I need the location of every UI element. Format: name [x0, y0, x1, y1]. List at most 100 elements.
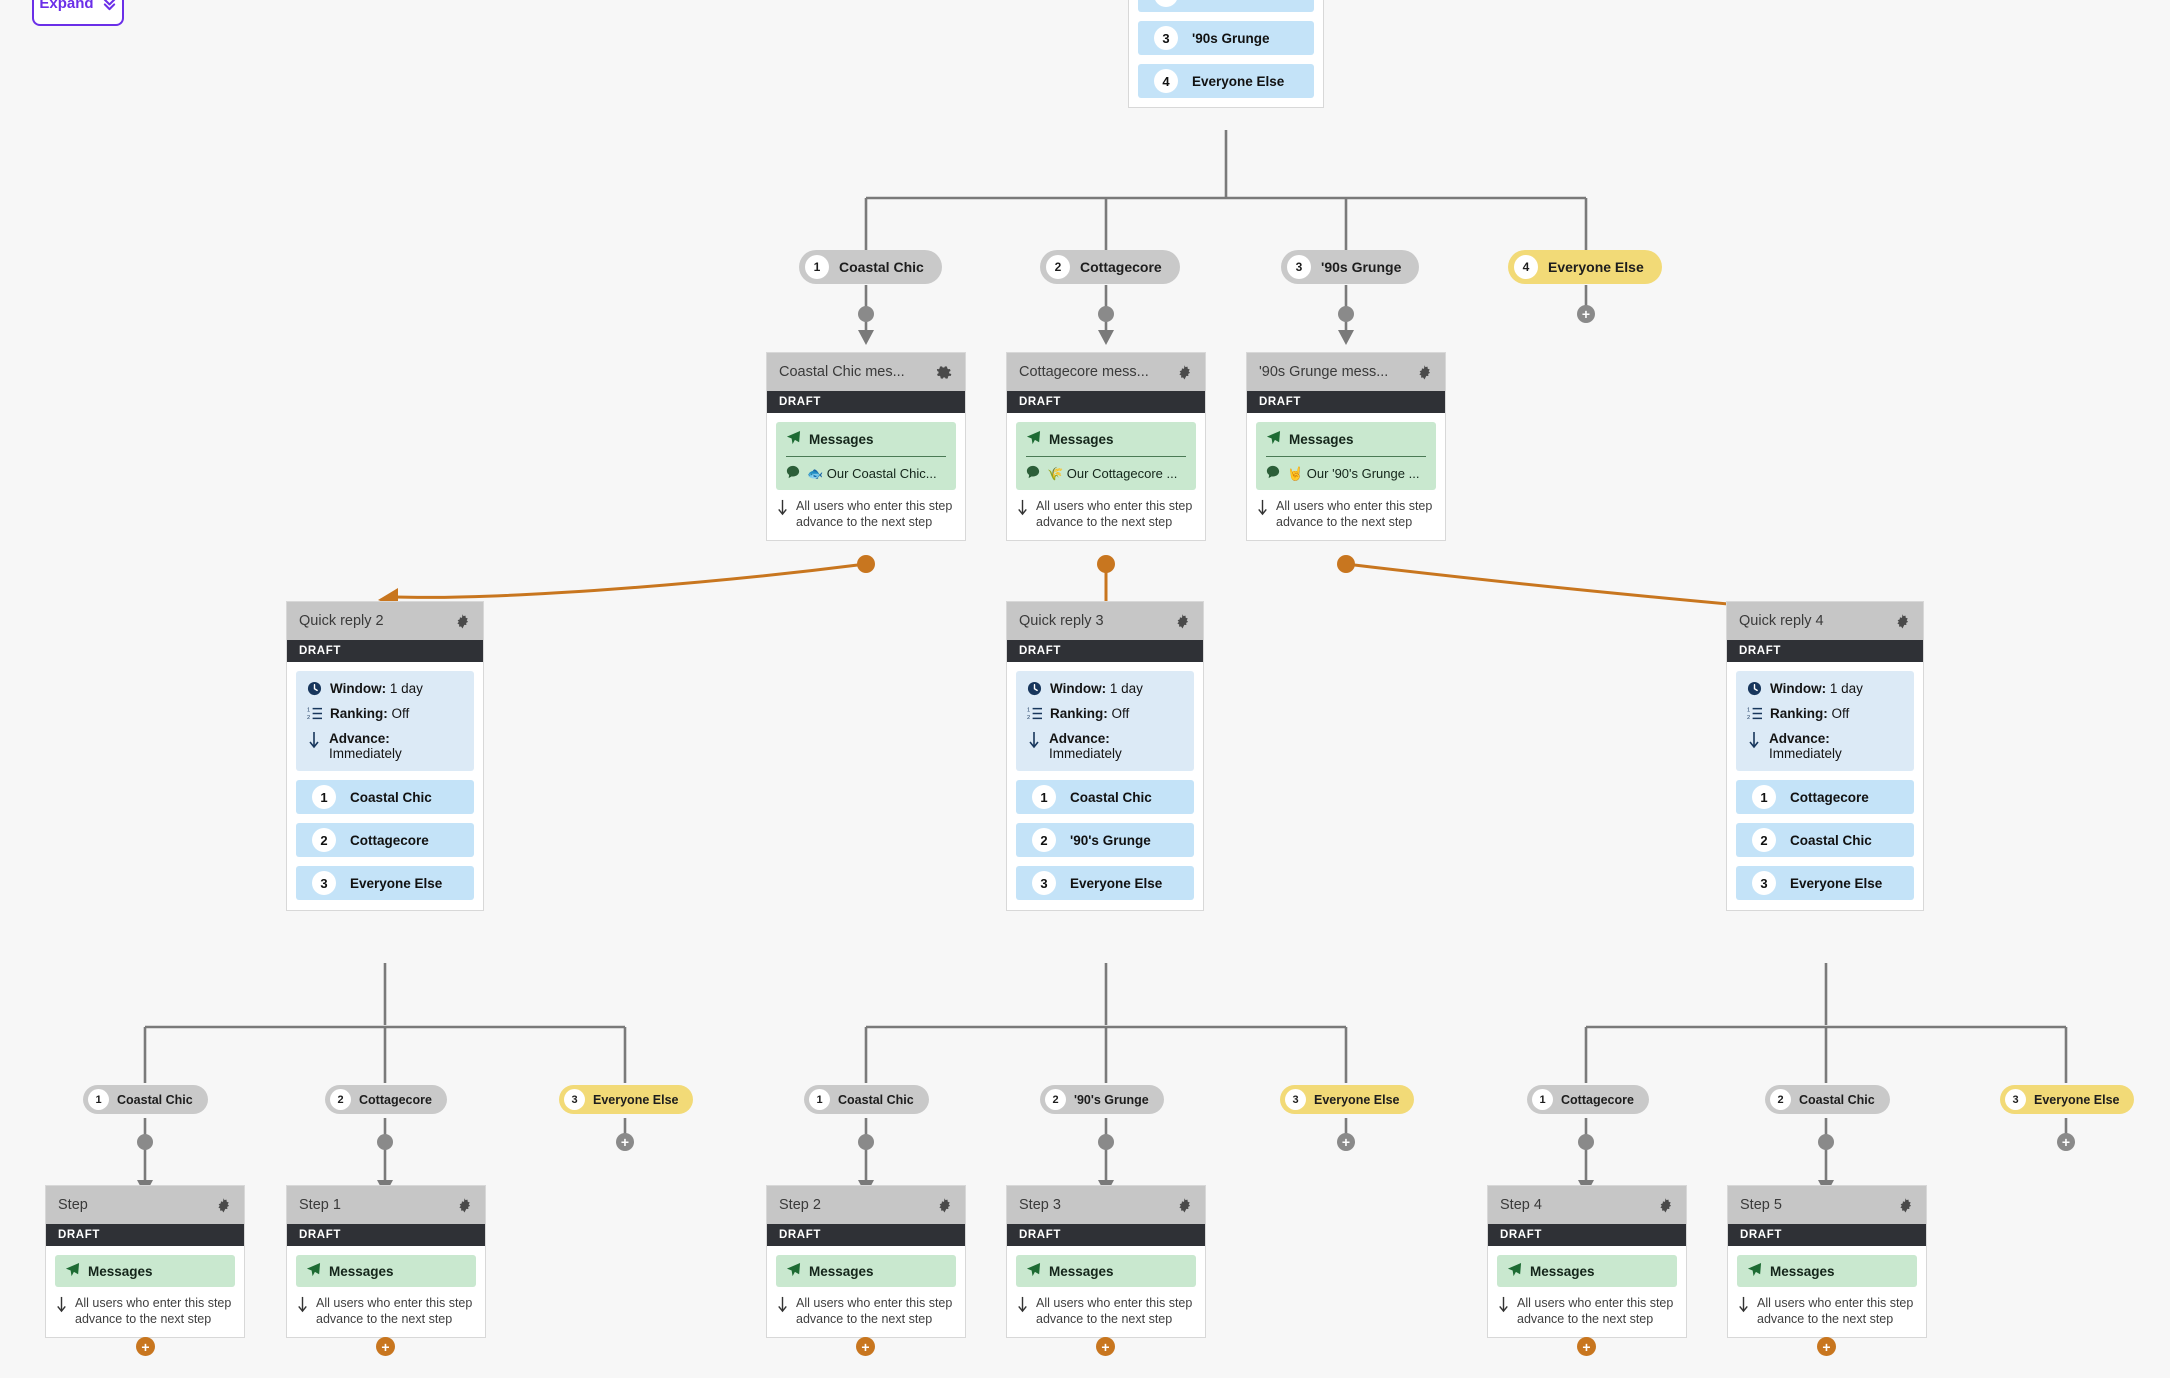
- branch-pill-everyone-else[interactable]: 3 Everyone Else: [1280, 1085, 1415, 1114]
- option-number: 2: [1752, 828, 1776, 852]
- message-card-90s-grunge[interactable]: '90s Grunge mess... DRAFT Messages: [1246, 352, 1446, 542]
- add-step-button[interactable]: +: [376, 1337, 395, 1356]
- branch-pill-cottagecore[interactable]: 2 Cottagecore: [1040, 250, 1180, 284]
- gear-icon[interactable]: [1174, 613, 1191, 630]
- card-header[interactable]: Coastal Chic mes...: [767, 353, 965, 391]
- branch-pill-everyone-else[interactable]: 3 Everyone Else: [559, 1085, 694, 1114]
- quick-reply-option[interactable]: 3 Everyone Else: [1016, 866, 1194, 900]
- message-preview-row[interactable]: 🐟 Our Coastal Chic...: [786, 465, 946, 482]
- messages-block[interactable]: Messages: [55, 1255, 235, 1287]
- quick-reply-option[interactable]: 1 Coastal Chic: [296, 780, 474, 814]
- card-header[interactable]: Step 4: [1488, 1186, 1686, 1224]
- branch-node-dot: [858, 1134, 874, 1150]
- card-header[interactable]: Quick reply 4: [1727, 602, 1923, 640]
- branch-pill-everyone-else[interactable]: 4 Everyone Else: [1508, 250, 1662, 284]
- add-step-button[interactable]: +: [2057, 1133, 2075, 1151]
- branch-pill-coastal-chic[interactable]: 2 Coastal Chic: [1765, 1085, 1890, 1114]
- gear-icon[interactable]: [1176, 1197, 1193, 1214]
- messages-block[interactable]: Messages 🤘 Our '90's Grunge ...: [1256, 422, 1436, 490]
- card-header[interactable]: Cottagecore mess...: [1007, 353, 1205, 391]
- branch-pill-cottagecore[interactable]: 1 Cottagecore: [1527, 1085, 1649, 1114]
- add-step-button[interactable]: +: [1577, 1337, 1596, 1356]
- gear-icon[interactable]: [454, 613, 471, 630]
- quick-reply-option[interactable]: 2 '90's Grunge: [1016, 823, 1194, 857]
- card-header[interactable]: Quick reply 2: [287, 602, 483, 640]
- messages-block[interactable]: Messages 🐟 Our Coastal Chic...: [776, 422, 956, 490]
- card-header[interactable]: Step 3: [1007, 1186, 1205, 1224]
- branch-pill-cottagecore[interactable]: 2 Cottagecore: [325, 1085, 447, 1114]
- step-card-5[interactable]: Step 5 DRAFT Messages All users who ente…: [1727, 1185, 1927, 1339]
- quick-reply-option[interactable]: 2 Coastal Chic: [1736, 823, 1914, 857]
- gear-icon[interactable]: [1176, 364, 1193, 381]
- step-card-3[interactable]: Step 3 DRAFT Messages All users who ente…: [1006, 1185, 1206, 1339]
- gear-icon[interactable]: [1657, 1197, 1674, 1214]
- status-badge: DRAFT: [46, 1224, 244, 1246]
- gear-icon[interactable]: [936, 364, 953, 381]
- messages-block[interactable]: Messages: [1737, 1255, 1917, 1287]
- add-step-button[interactable]: +: [1337, 1133, 1355, 1151]
- card-header[interactable]: Step 5: [1728, 1186, 1926, 1224]
- card-header[interactable]: Step: [46, 1186, 244, 1224]
- add-step-button[interactable]: +: [616, 1133, 634, 1151]
- branch-label: Coastal Chic: [117, 1092, 193, 1107]
- message-card-coastal-chic[interactable]: Coastal Chic mes... DRAFT Messages: [766, 352, 966, 542]
- messages-block[interactable]: Messages 🌾 Our Cottagecore ...: [1016, 422, 1196, 490]
- branch-pill-coastal-chic[interactable]: 1 Coastal Chic: [799, 250, 942, 284]
- down-arrow-icon: [1256, 499, 1269, 521]
- gear-icon[interactable]: [936, 1197, 953, 1214]
- messages-label: Messages: [809, 431, 874, 447]
- add-step-button[interactable]: +: [1817, 1337, 1836, 1356]
- gear-icon[interactable]: [1897, 1197, 1914, 1214]
- quick-reply-option[interactable]: 3 Everyone Else: [296, 866, 474, 900]
- message-preview-row[interactable]: 🌾 Our Cottagecore ...: [1026, 465, 1186, 482]
- branch-pill-90s-grunge[interactable]: 2 '90's Grunge: [1040, 1085, 1164, 1114]
- message-preview-row[interactable]: 🤘 Our '90's Grunge ...: [1266, 465, 1426, 482]
- svg-text:1: 1: [1027, 708, 1030, 714]
- root-quick-reply-card[interactable]: 3 '90s Grunge 4 Everyone Else: [1128, 0, 1324, 108]
- branch-label: Everyone Else: [1548, 259, 1644, 275]
- messages-block[interactable]: Messages: [776, 1255, 956, 1287]
- gear-icon[interactable]: [1894, 613, 1911, 630]
- step-card-1[interactable]: Step 1 DRAFT Messages All users who ente…: [286, 1185, 486, 1339]
- branch-number: 2: [1770, 1089, 1791, 1110]
- expand-button[interactable]: Expand: [32, 0, 124, 26]
- step-card-2[interactable]: Step 2 DRAFT Messages All users who ente…: [766, 1185, 966, 1339]
- add-step-button[interactable]: +: [856, 1337, 875, 1356]
- card-header[interactable]: '90s Grunge mess...: [1247, 353, 1445, 391]
- branch-pill-90s-grunge[interactable]: 3 '90s Grunge: [1281, 250, 1420, 284]
- step-card-4[interactable]: Step 4 DRAFT Messages All users who ente…: [1487, 1185, 1687, 1339]
- gear-icon[interactable]: [456, 1197, 473, 1214]
- quick-reply-option[interactable]: 1 Cottagecore: [1736, 780, 1914, 814]
- quick-reply-option[interactable]: 3 Everyone Else: [1736, 866, 1914, 900]
- gear-icon[interactable]: [1416, 364, 1433, 381]
- gear-icon[interactable]: [215, 1197, 232, 1214]
- branch-pill-everyone-else[interactable]: 3 Everyone Else: [2000, 1085, 2135, 1114]
- svg-text:2: 2: [1027, 715, 1030, 721]
- quick-reply-option[interactable]: 2 Cottagecore: [296, 823, 474, 857]
- add-step-button[interactable]: +: [136, 1337, 155, 1356]
- root-option-3[interactable]: 3 '90s Grunge: [1138, 21, 1314, 55]
- paper-plane-icon: [786, 430, 801, 448]
- card-header[interactable]: Step 2: [767, 1186, 965, 1224]
- step-card-0[interactable]: Step DRAFT Messages All users who enter …: [45, 1185, 245, 1339]
- messages-block[interactable]: Messages: [296, 1255, 476, 1287]
- divider: [786, 456, 946, 457]
- root-option-partial[interactable]: [1138, 0, 1314, 12]
- quick-reply-option[interactable]: 1 Coastal Chic: [1016, 780, 1194, 814]
- messages-block[interactable]: Messages: [1497, 1255, 1677, 1287]
- add-step-button[interactable]: +: [1096, 1337, 1115, 1356]
- messages-block[interactable]: Messages: [1016, 1255, 1196, 1287]
- branch-pill-coastal-chic[interactable]: 1 Coastal Chic: [804, 1085, 929, 1114]
- message-card-cottagecore[interactable]: Cottagecore mess... DRAFT Messages: [1006, 352, 1206, 542]
- card-header[interactable]: Quick reply 3: [1007, 602, 1203, 640]
- card-header[interactable]: Step 1: [287, 1186, 485, 1224]
- branch-pill-coastal-chic[interactable]: 1 Coastal Chic: [83, 1085, 208, 1114]
- option-label: Coastal Chic: [350, 789, 432, 805]
- add-step-button[interactable]: +: [1577, 305, 1595, 323]
- root-option-4[interactable]: 4 Everyone Else: [1138, 64, 1314, 98]
